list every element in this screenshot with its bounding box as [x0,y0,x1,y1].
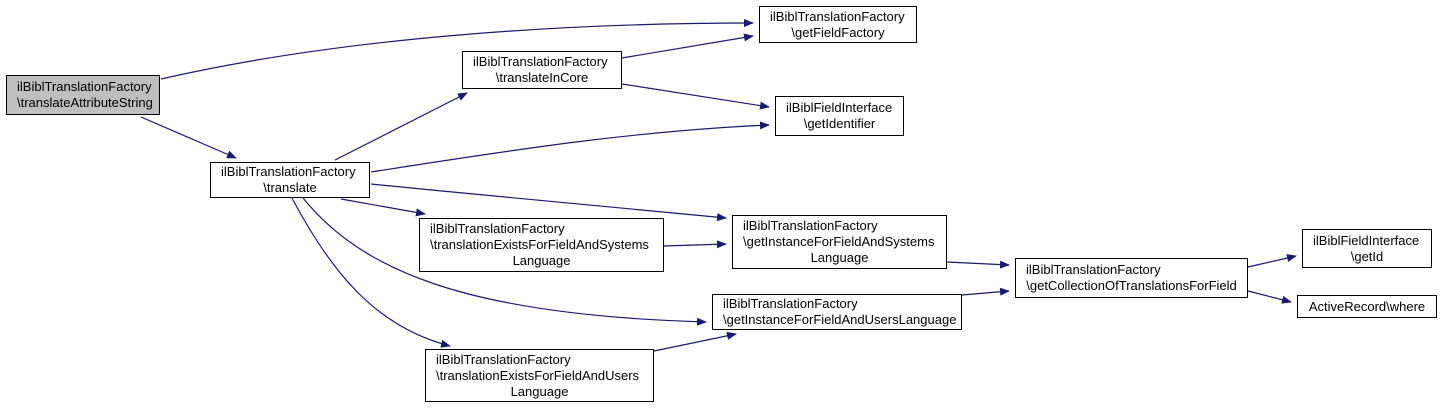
node-label-line: ActiveRecord\where [1308,298,1426,314]
node-translationExistsForFieldAndUsersLanguage[interactable]: ilBiblTranslationFactory\translationExis… [425,349,654,402]
node-translationExistsForFieldAndSystemsLanguage[interactable]: ilBiblTranslationFactory\translationExis… [419,218,664,272]
node-label-line: ilBiblFieldInterface [1313,232,1420,248]
node-label-line: ilBiblTranslationFactory [743,218,878,233]
node-label-line: \translationExistsForFieldAndUsers [436,367,640,383]
edge-translate-to-translationExistsForFieldAndSystemsLanguage [340,198,426,217]
edge-getInstanceForFieldAndSystemsLanguage-to-getCollectionOfTranslationsForField [946,260,1010,269]
edge-translate-to-getIdentifier [370,121,770,173]
edge-translateInCore-to-getFieldFactory [621,33,754,59]
node-label-line: ilBiblTranslationFactory [723,296,858,311]
node-label-line: Language [510,383,569,399]
edge-translationExistsForFieldAndSystemsLanguage-to-getInstanceForFieldAndSystemsLanguage [663,240,727,249]
node-label-line: \getId [1350,248,1384,264]
edge-translate-to-getInstanceForFieldAndSystemsLanguage [370,183,727,222]
node-translateInCore[interactable]: ilBiblTranslationFactory\translateInCore [462,51,622,89]
node-getInstanceForFieldAndUsersLanguage[interactable]: ilBiblTranslationFactory\getInstanceForF… [712,294,962,330]
node-label-line: \getInstanceForFieldAndSystems [743,234,935,249]
node-getIdentifier[interactable]: ilBiblFieldInterface\getIdentifier [775,96,904,136]
node-label-line: ilBiblTranslationFactory [770,8,905,24]
node-getId[interactable]: ilBiblFieldInterface\getId [1302,229,1432,268]
edge-translate-to-translationExistsForFieldAndUsersLanguage [291,197,451,348]
node-label-line: \translate [263,180,317,195]
node-translate[interactable]: ilBiblTranslationFactory\translate [210,162,370,198]
node-label-line: ilBiblTranslationFactory [473,54,608,69]
node-label-line: ilBiblFieldInterface [786,100,893,115]
node-getInstanceForFieldAndSystemsLanguage[interactable]: ilBiblTranslationFactory\getInstanceForF… [732,215,947,269]
node-label-line: \translateAttributeString [17,95,153,110]
node-label-line: ilBiblTranslationFactory [430,221,565,236]
edge-getCollectionOfTranslationsForField-to-where [1247,290,1292,304]
node-label-line: \getCollectionOfTranslationsForField [1026,278,1237,293]
node-label-line: Language [512,253,571,268]
edge-getInstanceForFieldAndUsersLanguage-to-getCollectionOfTranslationsForField [961,287,1010,296]
node-label-line: ilBiblTranslationFactory [17,79,152,94]
node-label-line: ilBiblTranslationFactory [221,164,356,179]
node-translateAttributeString[interactable]: ilBiblTranslationFactory\translateAttrib… [6,75,160,115]
edge-translate-to-getInstanceForFieldAndUsersLanguage [302,197,707,326]
edge-translateAttributeString-to-translate [140,116,237,159]
edge-translationExistsForFieldAndUsersLanguage-to-getInstanceForFieldAndUsersLanguage [653,331,737,352]
edge-getCollectionOfTranslationsForField-to-getId [1247,254,1297,268]
node-label-line: \getIdentifier [803,116,876,131]
node-label-line: \getFieldFactory [791,24,885,40]
node-label-line: ilBiblTranslationFactory [1026,262,1161,277]
node-where[interactable]: ActiveRecord\where [1297,295,1437,318]
node-label-line: ilBiblTranslationFactory [436,351,571,367]
node-getFieldFactory[interactable]: ilBiblTranslationFactory\getFieldFactory [759,6,917,43]
edge-translate-to-translateInCore [334,92,468,161]
edge-translateAttributeString-to-getFieldFactory [160,19,754,80]
node-label-line: \translationExistsForFieldAndSystems [430,237,649,252]
node-label-line: Language [810,250,869,265]
edge-translateInCore-to-getIdentifier [621,83,770,110]
node-getCollectionOfTranslationsForField[interactable]: ilBiblTranslationFactory\getCollectionOf… [1015,258,1248,298]
node-label-line: \translateInCore [495,70,589,85]
node-label-line: \getInstanceForFieldAndUsersLanguage [723,312,957,327]
